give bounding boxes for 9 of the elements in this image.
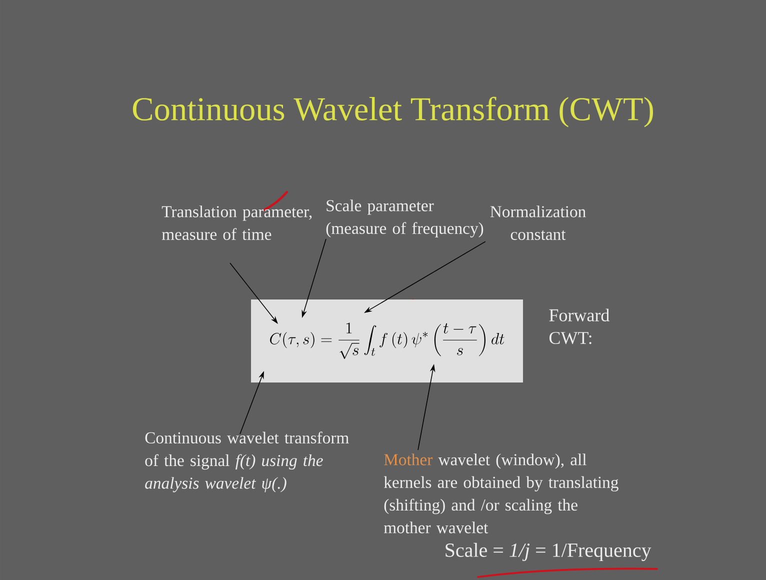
- formula-box: $C(\tau,s)=\frac{1}{\sqrt{s}}\int_{t} f\left(t\right)\psi^{*}\left(\frac{t-\tau}{s}\right)dt$: [251, 300, 523, 382]
- annotation-text: Mother wavelet (window), all kernels are obtained by translating (shifting) and /or scaling the mother wavelet: [384, 454, 618, 534]
- slide-title: Continuous Wavelet Transform (CWT): [132, 96, 653, 128]
- annotation-text: Continuous wavelet transform of the signal f(t) using the analysis wavelet ψ(.): [145, 432, 349, 492]
- annotation-text: Translation parameter, measure of time: [162, 206, 312, 240]
- formula-note: Scale = 1/j = 1/Frequency: [446, 542, 652, 562]
- formula-caption: Forward CWT:: [549, 308, 610, 344]
- annotation-text: Normalization constant: [490, 206, 586, 240]
- annotation-text: Scale parameter (measure of frequency): [326, 200, 484, 238]
